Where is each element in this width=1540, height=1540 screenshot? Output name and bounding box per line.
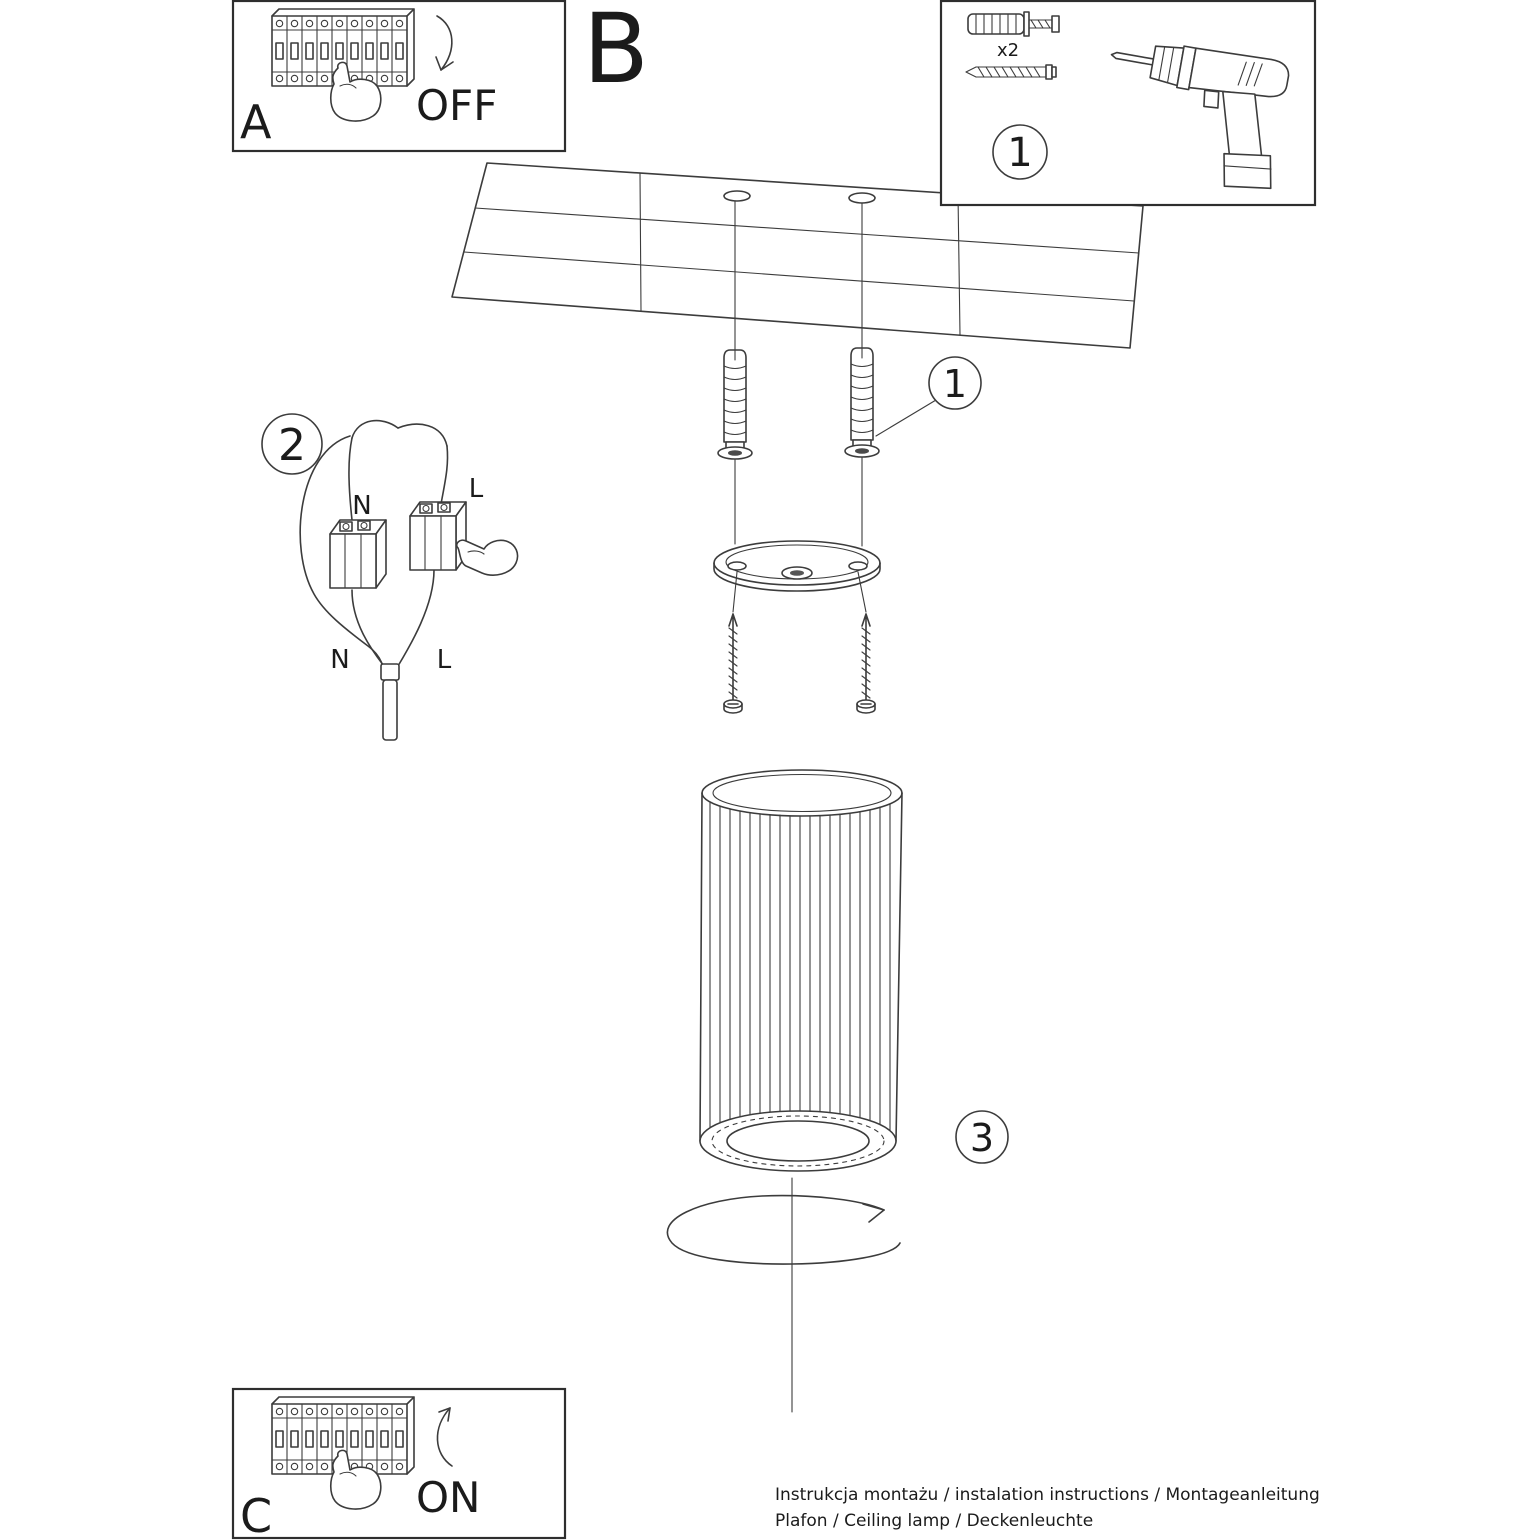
rotation-arrowhead (862, 1203, 885, 1223)
kit-screw-icon (965, 64, 1057, 80)
kit-number-label: 1 (1007, 130, 1032, 176)
kit-box: x2 1 (939, 0, 1317, 207)
shade-callout-label: 3 (970, 1116, 994, 1160)
wire-into-l (440, 445, 449, 505)
step-a-label: A (240, 95, 272, 149)
plate-hole-left (727, 561, 747, 571)
shade-callout-circle (955, 1110, 1009, 1164)
footer-line1: Instrukcja montażu / instalation instruc… (775, 1485, 1320, 1505)
ceiling-hole-right (848, 192, 876, 204)
kit-quantity-label: x2 (997, 40, 1019, 61)
wiring-number-label: 2 (278, 420, 306, 471)
footer-line2: Plafon / Ceiling lamp / Deckenleuchte (775, 1511, 1093, 1531)
panel-c: C ON (231, 1387, 567, 1540)
canopy-plate (713, 540, 881, 592)
lamp-shade (699, 769, 903, 1172)
cable-sheath (382, 679, 398, 741)
anchor-callout-circle (928, 356, 982, 410)
wire-top-left (351, 419, 399, 439)
wire-l-down (397, 569, 435, 667)
mounting-screw-left (723, 613, 743, 714)
wire-into-n (348, 437, 353, 521)
kit-number-circle (992, 124, 1048, 180)
wiring-step: 2 N L N L (261, 413, 519, 741)
wire-label-n-top: N (352, 491, 371, 521)
ceiling-hole-left (723, 190, 751, 202)
ceiling-panel (451, 162, 1144, 349)
off-arrow-icon (435, 15, 454, 71)
wall-anchor-left (717, 349, 753, 460)
kit-anchor-icon (967, 11, 1060, 37)
wire-label-l-top: L (469, 474, 484, 504)
on-arrow-icon (436, 1407, 453, 1467)
mounting-screw-right (856, 613, 876, 714)
cable-ferrule (380, 663, 400, 681)
wire-n-down (351, 589, 385, 667)
wiring-number-circle (261, 413, 323, 475)
section-b-label: B (583, 0, 649, 105)
anchor-callout-leader (875, 399, 937, 437)
plate-hole-right (848, 561, 868, 571)
pointing-hand-icon (455, 539, 519, 576)
anchor-callout-label: 1 (943, 362, 967, 406)
off-label: OFF (416, 81, 497, 130)
shade-diffuser (726, 1120, 870, 1162)
step-c-label: C (240, 1489, 272, 1540)
shade-flutes (709, 801, 891, 1172)
wire-top-right (397, 423, 448, 447)
on-label: ON (416, 1473, 480, 1522)
wall-anchor-right (844, 347, 880, 458)
wire-label-n-bottom: N (330, 645, 349, 675)
panel-a: A OFF (231, 0, 567, 153)
terminal-block-l (409, 501, 467, 571)
wire-label-l-bottom: L (437, 645, 452, 675)
screw-guide-lines (732, 571, 867, 613)
rotation-arrow (666, 1177, 901, 1413)
drill-icon (1110, 45, 1290, 190)
terminal-block-n (329, 519, 387, 589)
